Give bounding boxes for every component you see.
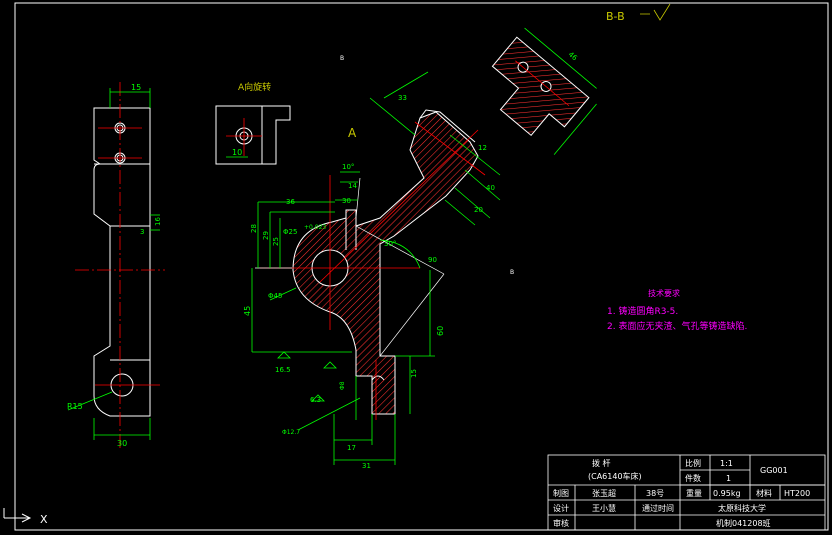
surface-finish-symbol-2 [311,394,325,402]
dim-17: 17 [347,444,356,452]
dim-90: 90 [428,256,437,264]
dim-10-detail: 10 [232,148,242,157]
tb-drawn-label: 制图 [553,488,569,498]
tb-class: 机制041208班 [716,518,771,528]
dim-14: 14 [348,182,357,190]
title-block-grid [547,454,826,531]
tb-material-label: 材料 [756,488,772,498]
dim-36: 36 [286,198,295,206]
dim-46: 46 [567,50,579,62]
dim-45: 45 [243,306,252,316]
dim-12: 12 [478,144,487,152]
ucs-icon [3,508,32,523]
dim-phi8: Φ8 [339,381,346,390]
tb-scale-value: 1:1 [720,459,733,468]
dim-10deg: 10° [342,163,354,171]
tb-school: 太原科技大学 [718,503,766,513]
tech-req-title: 技术要求 [648,288,680,298]
dim-31: 31 [362,462,371,470]
dim-6-3: 6.3 [310,396,321,404]
dim-30-bottom: 30 [117,439,127,448]
main-view-centerlines [260,121,486,420]
side-view-centerlines [75,82,165,450]
dim-40: 40 [486,184,495,192]
tb-drawn-id: 38号 [646,489,664,498]
section-mark-b-top: B [340,55,344,62]
section-mark-b-bottom: B [510,269,514,276]
section-bb-view [491,27,597,155]
view-a-arrow-label: A [348,126,357,140]
tech-req-item-1: 1. 铸造圆角R3-5. [607,305,678,317]
dim-phi25: Φ25 [283,228,297,236]
tb-drawn-name: 张玉超 [592,488,616,498]
ucs-x-label: X [40,513,48,526]
detail-view-a [215,105,291,165]
tb-review-label: 审核 [553,518,569,528]
dim-phi12-7: Φ12.7 [282,429,300,436]
dim-30deg: 30° [384,240,396,248]
tb-qty-value: 1 [726,474,731,483]
tb-qty-label: 件数 [685,473,701,483]
drawing-border [14,2,829,531]
side-view [93,107,151,417]
dim-15-top: 15 [131,83,141,92]
dim-30: 30 [342,197,351,205]
dim-25: 25 [272,237,280,246]
dim-tol: +0.023 [304,224,326,231]
surface-finish-symbol [277,351,291,359]
section-bb-title: B-B [606,10,625,23]
dim-33: 33 [398,94,407,102]
tb-part-name: 拨 杆 [592,458,611,468]
dim-16: 16 [154,217,162,226]
detail-view-a-centerlines [226,118,262,156]
dim-60: 60 [436,326,445,336]
side-view-dims [67,88,160,440]
tb-drawing-no: GG001 [760,466,788,475]
dim-3: 3 [140,228,144,236]
tb-weight-label: 重量 [686,488,702,498]
tb-designer-date: 通过时间 [642,503,674,513]
dim-16-5: 16.5 [275,366,291,374]
dim-29: 29 [262,231,270,240]
dim-r15: R15 [67,402,83,411]
dim-20: 20 [474,206,483,214]
dim-15-right: 15 [410,369,418,378]
tech-req-item-2: 2. 表面应无夹渣、气孔等铸造缺陷. [607,320,747,332]
dim-phi45: Φ45 [268,292,282,300]
surface-finish-symbol-3 [323,361,337,369]
section-bb-finish-symbol [640,3,671,21]
dim-28: 28 [250,224,258,233]
view-a-label: A向旋转 [238,81,271,93]
tb-scale-label: 比例 [685,458,701,468]
main-view-guide-lines [255,177,445,357]
tb-designer-label: 设计 [553,503,569,513]
tb-designer-name: 王小慧 [592,503,616,513]
main-view-dims [251,71,501,465]
tb-weight-value: 0.95kg [713,489,741,498]
tb-machine: (CA6140车床) [588,471,642,481]
tb-material-value: HT200 [784,489,810,498]
